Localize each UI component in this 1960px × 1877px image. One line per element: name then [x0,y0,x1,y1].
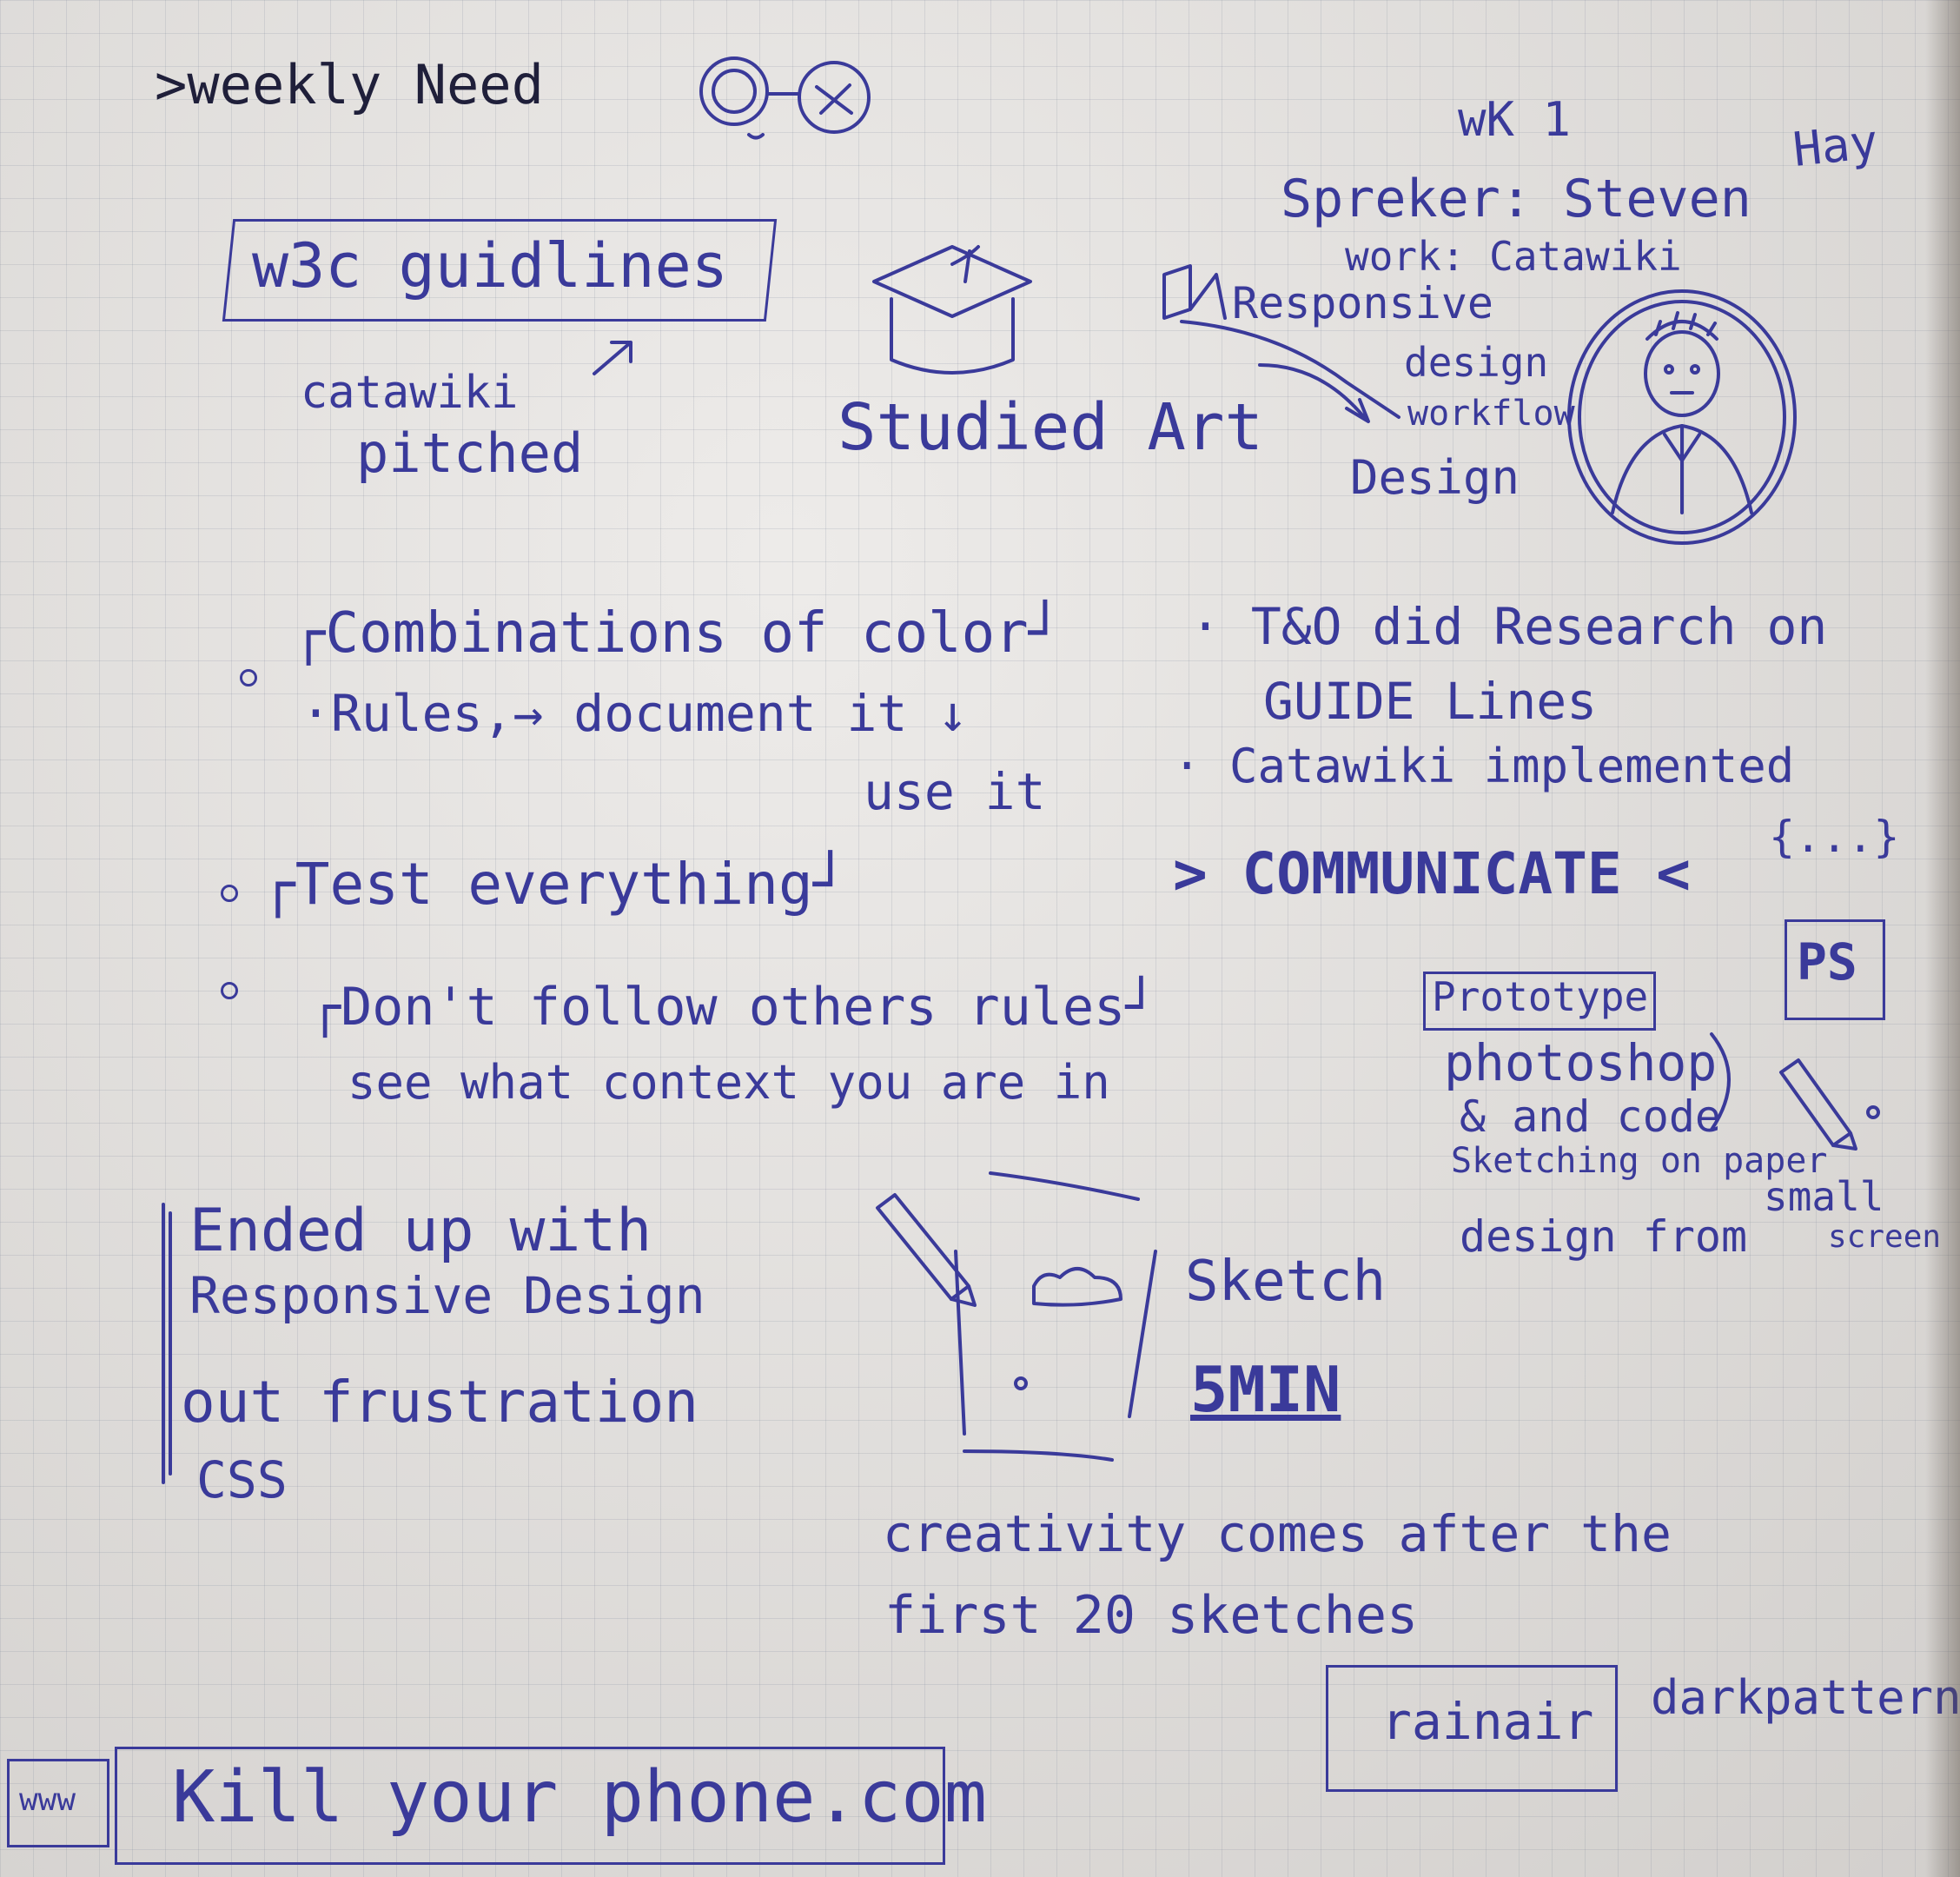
graduation-cap-icon [872,245,1032,375]
arrow-up-right-icon [593,341,632,375]
screen-label: screen [1828,1219,1942,1255]
photoshop-logo-box [1785,919,1885,1020]
responsive-label: Responsive [1232,278,1494,328]
ended-up-line: Ended up with [189,1197,652,1265]
book-stack-icon [1162,264,1227,320]
page-edge-shadow [1925,0,1960,1877]
guidelines-note: GUIDE Lines [1263,672,1598,731]
weekly-need-title: >weekly Need [155,53,544,116]
photoshop-logo-label: PS [1797,932,1857,992]
work-line: work: Catawiki [1345,233,1682,280]
workflow-label: workflow [1407,394,1575,434]
five-min-label: 5MIN [1190,1353,1341,1426]
research-note: · T&O did Research on [1190,597,1828,656]
ryanair-label: rainair [1381,1692,1594,1751]
creativity-line-1: creativity comes after the [883,1504,1672,1563]
prototype-label: Prototype [1432,973,1649,1020]
creativity-line-2: first 20 sketches [884,1585,1419,1646]
pitched-label: pitched [356,421,584,485]
design-final-label: Design [1350,450,1520,505]
and-code-label: & and code [1460,1091,1722,1142]
design-from-label: design from [1460,1211,1748,1262]
margin-bar-icon [162,1203,172,1484]
speaker-portrait-icon [1567,289,1797,545]
ryanair-box [1326,1665,1618,1792]
bracket-icon [1710,1032,1731,1131]
communicate-note: > COMMUNICATE < [1173,840,1692,907]
kill-your-phone-label: Kill your phone.com [172,1756,987,1839]
test-everything-note: ┌Test everything┘ [261,851,848,918]
combinations-note: ┌Combinations of color┘ [292,601,1063,666]
url-box [115,1747,945,1865]
speaker-surname: Hay [1790,114,1881,177]
glasses-doodle-icon [699,56,871,140]
catawiki-label: catawiki [301,367,519,419]
small-label: small [1764,1173,1884,1220]
implemented-note: · Catawiki implemented [1173,739,1795,793]
braces-note: {...} [1769,812,1900,862]
frustration-line: out frustration [181,1369,699,1436]
w3c-guidelines-label: w3c guidlines [252,230,728,302]
speaker-line: Spreker: Steven [1281,169,1751,229]
studied-art-label: Studied Art [838,390,1264,465]
bullet-dot [221,982,238,999]
bullet-dot [221,885,238,902]
css-line: CSS [196,1450,288,1509]
pencil-icon [1779,1058,1880,1151]
week-label: wK 1 [1458,92,1572,147]
bullet-dot [240,669,257,686]
sketching-label: Sketching on paper [1451,1141,1828,1181]
www-label: www [19,1782,76,1818]
sketch-label: Sketch [1185,1250,1387,1314]
photoshop-label: photoshop [1444,1033,1718,1092]
responsive-design-line: Responsive Design [189,1266,705,1325]
rules-note: ·Rules,→ document it ↓ [301,684,969,743]
prototype-box [1423,972,1656,1031]
use-it-note: use it [864,762,1046,821]
workflow-arrow-icon [1180,320,1400,423]
sketch-paper-icon [876,1171,1157,1462]
dont-follow-note: ┌Don't follow others rules┘ [309,977,1157,1038]
www-box [7,1759,109,1847]
design-label: design [1404,339,1549,386]
dark-pattern-label: darkpattern [1651,1670,1960,1725]
context-note: see what context you are in [348,1055,1110,1110]
